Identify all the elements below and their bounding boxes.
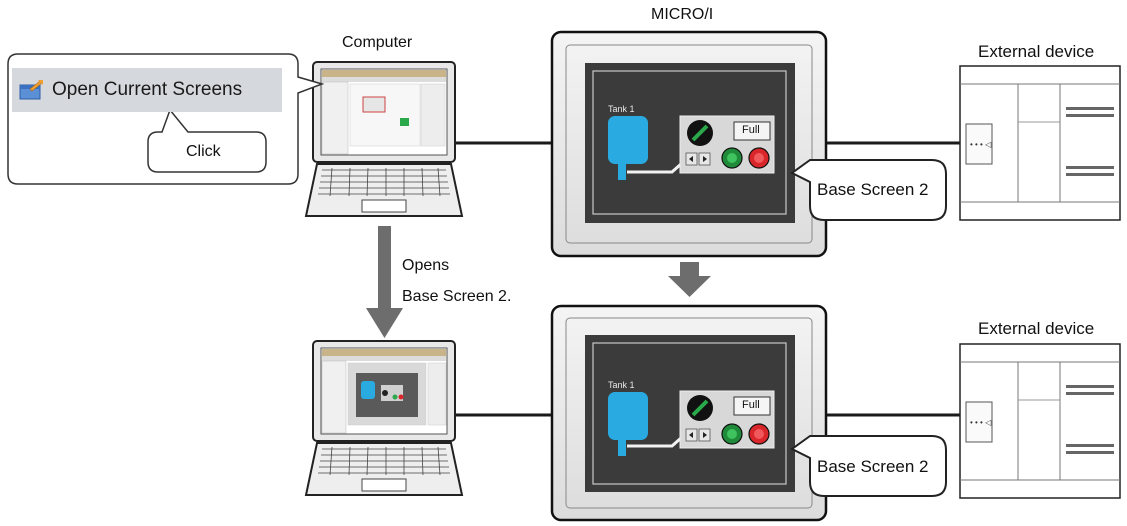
micro-i-label: MICRO/I bbox=[651, 6, 714, 23]
base-screen-label-bottom: Base Screen 2 bbox=[817, 457, 929, 476]
svg-text:• • • ◁: • • • ◁ bbox=[970, 418, 992, 427]
arrow-down-center bbox=[668, 262, 711, 297]
svg-text:• • • ◁: • • • ◁ bbox=[970, 140, 992, 149]
opens-label-line1: Opens bbox=[402, 257, 450, 274]
open-current-screens-button[interactable]: Open Current Screens bbox=[12, 68, 282, 112]
base-screen-bubble-top bbox=[790, 159, 947, 221]
tank-label-top: Tank 1 bbox=[608, 104, 635, 114]
open-screens-icon bbox=[19, 80, 43, 100]
laptop-bottom bbox=[304, 340, 464, 496]
base-screen-bubble-bottom bbox=[790, 435, 947, 497]
laptop-top bbox=[304, 61, 464, 217]
connection-lines bbox=[456, 141, 960, 417]
external-device-top: • • • ◁ bbox=[959, 65, 1121, 221]
full-label-bottom: Full bbox=[742, 399, 760, 411]
hmi-top bbox=[550, 30, 828, 258]
hmi-bottom bbox=[550, 304, 828, 522]
full-label-top: Full bbox=[742, 124, 760, 136]
base-screen-label-top: Base Screen 2 bbox=[817, 180, 929, 199]
external-device-bottom-label: External device bbox=[978, 319, 1095, 338]
tank-label-bottom: Tank 1 bbox=[608, 380, 635, 390]
computer-label: Computer bbox=[342, 34, 413, 51]
click-label: Click bbox=[186, 143, 221, 160]
external-device-bottom: • • • ◁ bbox=[959, 343, 1121, 499]
open-current-screens-label: Open Current Screens bbox=[52, 79, 243, 100]
arrow-down-left bbox=[366, 226, 403, 338]
click-bubble bbox=[147, 108, 267, 173]
external-device-top-label: External device bbox=[978, 42, 1095, 61]
opens-label-line2: Base Screen 2. bbox=[402, 288, 512, 305]
